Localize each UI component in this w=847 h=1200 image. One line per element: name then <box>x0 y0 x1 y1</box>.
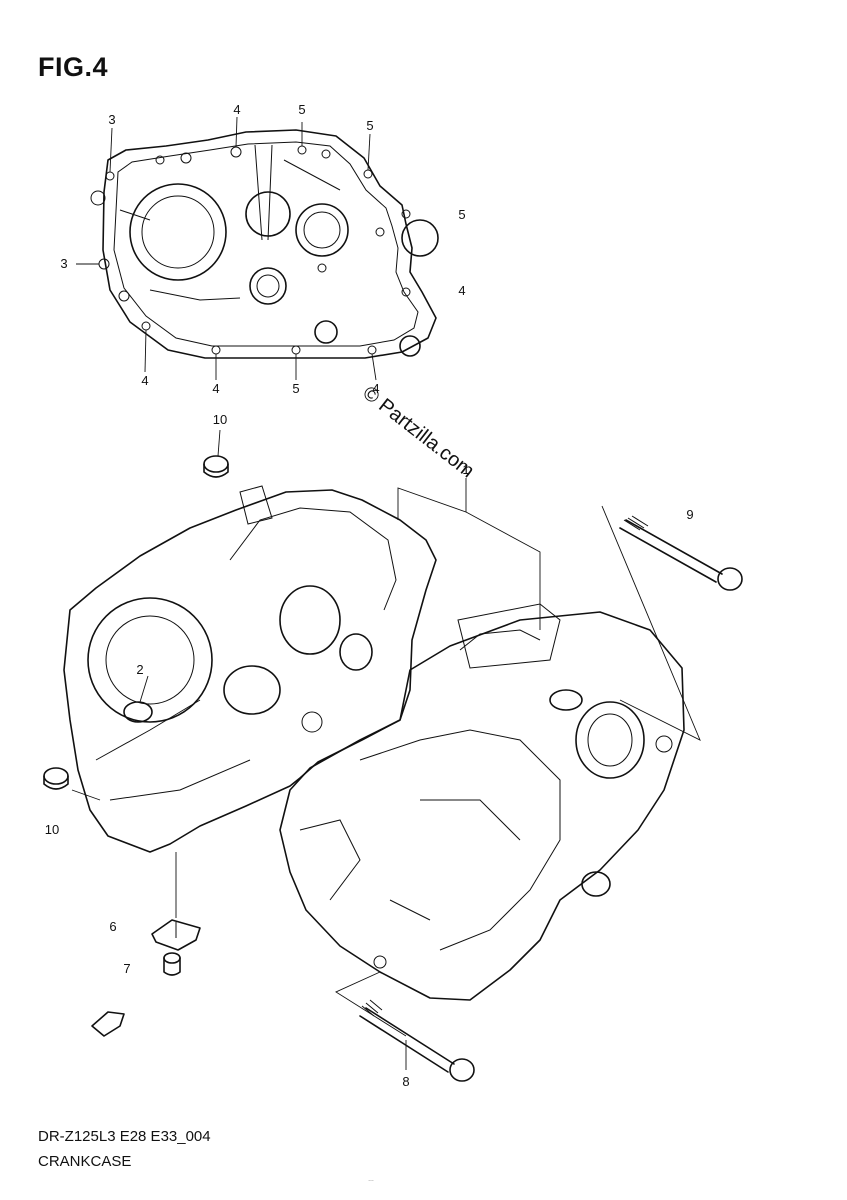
fwd-arrow <box>91 1011 125 1037</box>
callout-10: 10 <box>213 412 227 427</box>
crankcase-right-half <box>279 603 685 1001</box>
right-top-edge <box>459 629 541 651</box>
right-top-plate <box>457 603 561 669</box>
shaft-bore-lower-inner <box>256 274 280 298</box>
figure-title: FIG.4 <box>38 52 109 82</box>
callout-2: 2 <box>136 662 143 677</box>
callout-3: 3 <box>108 112 115 127</box>
callout-6: 6 <box>109 919 116 934</box>
callout-labels: 3 4 5 5 5 3 4 4 4 5 4 10 1 9 2 10 6 7 8 <box>45 102 694 1089</box>
footer-note: … <box>368 1177 374 1183</box>
callout-5: 5 <box>298 102 305 117</box>
callout-4: 4 <box>141 373 148 388</box>
bottom-boss <box>399 335 421 357</box>
left-gasket-channel <box>229 507 397 611</box>
left-dowel-seat <box>301 711 323 733</box>
shaft-bore-mid <box>295 203 349 257</box>
crank-bore <box>129 183 227 281</box>
dowel-10-left <box>43 767 69 790</box>
left-breather-neck <box>239 485 273 525</box>
crankcase-face-outline <box>102 129 437 359</box>
left-half-outline <box>63 489 437 853</box>
callout-4: 4 <box>372 381 379 396</box>
callout-4: 4 <box>458 283 465 298</box>
left-ribs <box>95 699 251 801</box>
right-bearing-bore <box>575 701 645 779</box>
main-leaders <box>71 429 701 1070</box>
callout-10: 10 <box>45 822 59 837</box>
dowel-10-top <box>203 455 229 478</box>
bolt-8 <box>359 999 475 1082</box>
crankcase-face-inner <box>113 141 419 347</box>
shaft-bore-mid-inner <box>303 211 341 249</box>
right-bearing-bore-inner <box>587 713 633 767</box>
callout-5: 5 <box>458 207 465 222</box>
left-shaft-bore <box>279 585 341 655</box>
right-half-outline <box>279 611 685 1001</box>
callout-4: 4 <box>233 102 240 117</box>
right-dowel <box>655 735 673 753</box>
left-crank-bore-inner <box>105 615 195 705</box>
crankcase-face-view <box>76 116 439 381</box>
left-crank-bore <box>87 597 213 723</box>
left-small-bore <box>339 633 373 671</box>
bolt-7 <box>163 952 181 976</box>
breather-passage <box>254 144 341 241</box>
face-leaders <box>76 116 377 381</box>
callout-7: 7 <box>123 961 130 976</box>
shaft-bore-lower <box>249 267 287 305</box>
figure-name: CRANKCASE <box>38 1153 132 1170</box>
oil-gallery <box>119 209 241 301</box>
right-oil-boss <box>581 871 611 897</box>
right-cavity <box>359 729 561 951</box>
left-bearing-boss <box>223 665 281 715</box>
right-ribs <box>299 819 431 921</box>
callout-8: 8 <box>402 1074 409 1089</box>
right-bolt-hole <box>373 955 387 969</box>
right-small-boss <box>549 689 583 711</box>
clamp-6 <box>151 919 201 951</box>
crankcase-left-half <box>63 485 437 853</box>
callout-9: 9 <box>686 507 693 522</box>
callout-5: 5 <box>366 118 373 133</box>
callout-5: 5 <box>292 381 299 396</box>
callout-1: 1 <box>462 462 469 477</box>
callout-3: 3 <box>60 256 67 271</box>
bolt-holes <box>90 145 411 355</box>
callout-4: 4 <box>212 381 219 396</box>
crank-bore-inner <box>141 195 215 269</box>
small-bore <box>314 320 338 344</box>
bolt-9 <box>619 515 743 591</box>
dowel-pin-2 <box>123 701 153 723</box>
figure-code: DR-Z125L3 E28 E33_004 <box>38 1128 211 1145</box>
side-boss <box>401 219 439 257</box>
